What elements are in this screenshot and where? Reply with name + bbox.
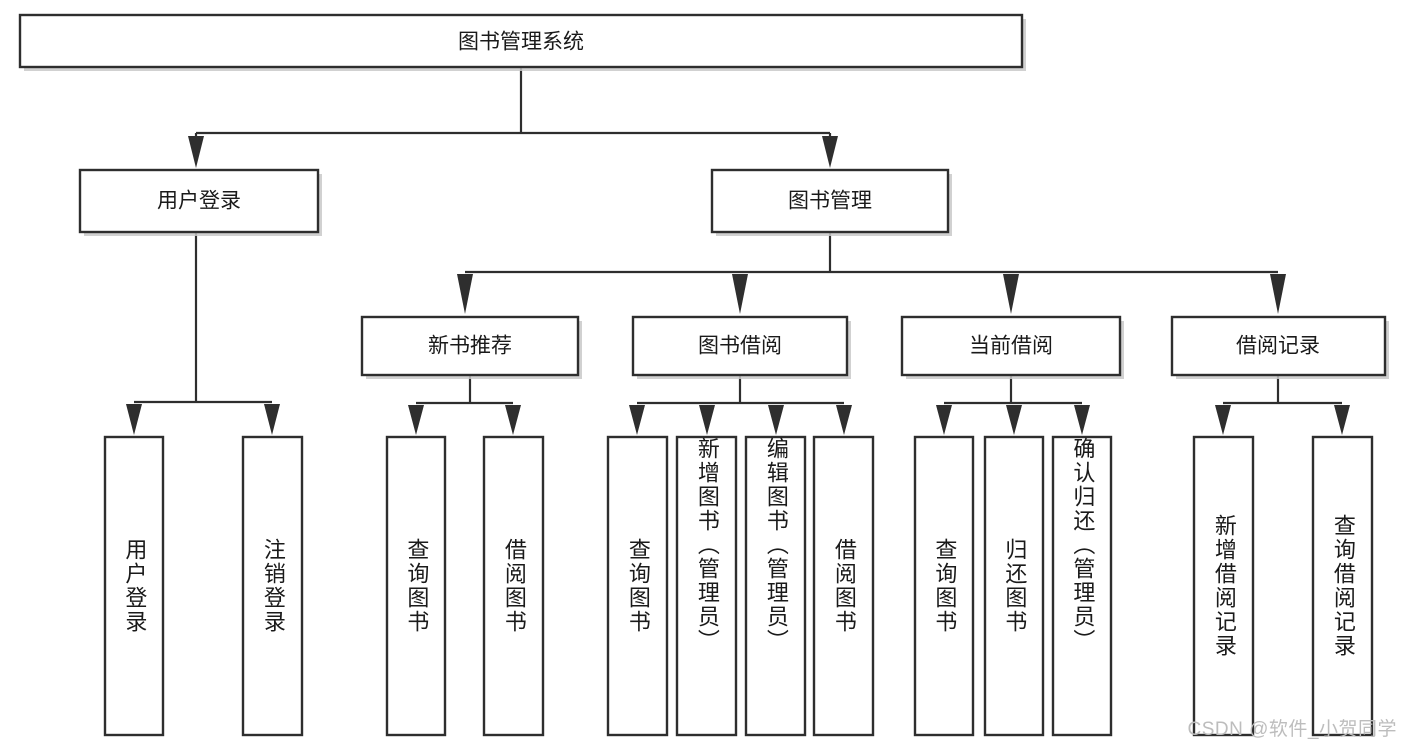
- arrowhead-leaf-borrow-book-2: [836, 405, 852, 435]
- arrowhead-leaf-query-record: [1334, 405, 1350, 435]
- arrowhead-leaf-confirm-return: [1074, 405, 1090, 435]
- edge-layer: [126, 67, 1350, 435]
- arrowhead-new-book-recommend: [457, 274, 473, 314]
- book-borrow-box[interactable]: [631, 315, 849, 377]
- leaf-node-group: [103, 435, 1374, 737]
- node-borrow-record[interactable]: 借阅记录: [1170, 315, 1389, 379]
- book-borrow-label: 图书借阅: [698, 335, 782, 358]
- current-borrow-box[interactable]: [900, 315, 1122, 377]
- leaf-edit-book-box[interactable]: [744, 435, 807, 737]
- new-book-recommend-box[interactable]: [360, 315, 580, 377]
- arrowhead-leaf-query-book-3: [936, 405, 952, 435]
- arrowhead-book-manage: [822, 136, 838, 168]
- user-login-label: 用户登录: [157, 190, 241, 213]
- arrowhead-leaf-query-book-1: [408, 405, 424, 435]
- leaf-user-logout-box[interactable]: [241, 435, 304, 737]
- node-current-borrow[interactable]: 当前借阅: [900, 315, 1124, 379]
- leaf-query-book-3-box[interactable]: [913, 435, 975, 737]
- current-borrow-label: 当前借阅: [969, 335, 1053, 358]
- leaf-add-record-box[interactable]: [1192, 435, 1255, 737]
- leaf-user-login-box[interactable]: [103, 435, 165, 737]
- arrowhead-leaf-add-book: [699, 405, 715, 435]
- arrowhead-leaf-borrow-book-1: [505, 405, 521, 435]
- leaf-query-book-2-box[interactable]: [606, 435, 669, 737]
- root-box[interactable]: [18, 13, 1024, 69]
- leaf-query-record-box[interactable]: [1311, 435, 1374, 737]
- watermark-text: CSDN @软件_小贺同学: [1187, 719, 1397, 740]
- borrow-record-label: 借阅记录: [1236, 335, 1320, 358]
- book-manage-label: 图书管理: [788, 190, 872, 213]
- new-book-recommend-label: 新书推荐: [428, 335, 512, 358]
- node-user-login[interactable]: 用户登录: [78, 168, 322, 236]
- arrowhead-current-borrow: [1003, 274, 1019, 314]
- root-label: 图书管理系统: [458, 31, 584, 54]
- arrowhead-borrow-record: [1270, 274, 1286, 314]
- arrowhead-leaf-return-book: [1006, 405, 1022, 435]
- node-book-borrow[interactable]: 图书借阅: [631, 315, 851, 379]
- arrowhead-leaf-edit-book: [768, 405, 784, 435]
- book-manage-box[interactable]: [710, 168, 950, 234]
- user-login-box[interactable]: [78, 168, 320, 234]
- arrowhead-book-borrow: [732, 274, 748, 314]
- leaf-borrow-book-1-box[interactable]: [482, 435, 545, 737]
- arrowhead-leaf-user-login: [126, 404, 142, 435]
- arrowhead-leaf-query-book-2: [629, 405, 645, 435]
- node-root[interactable]: 图书管理系统: [18, 13, 1026, 71]
- arrowhead-user-login: [188, 136, 204, 168]
- leaf-borrow-book-2-box[interactable]: [812, 435, 875, 737]
- arrowhead-leaf-add-record: [1215, 405, 1231, 435]
- node-book-manage[interactable]: 图书管理: [710, 168, 952, 236]
- leaf-query-book-1-box[interactable]: [385, 435, 447, 737]
- leaf-return-book-box[interactable]: [983, 435, 1045, 737]
- node-new-book-recommend[interactable]: 新书推荐: [360, 315, 582, 379]
- arrowhead-leaf-user-logout: [264, 404, 280, 435]
- leaf-add-book-box[interactable]: [675, 435, 738, 737]
- borrow-record-box[interactable]: [1170, 315, 1387, 377]
- leaf-confirm-return-box[interactable]: [1051, 435, 1113, 737]
